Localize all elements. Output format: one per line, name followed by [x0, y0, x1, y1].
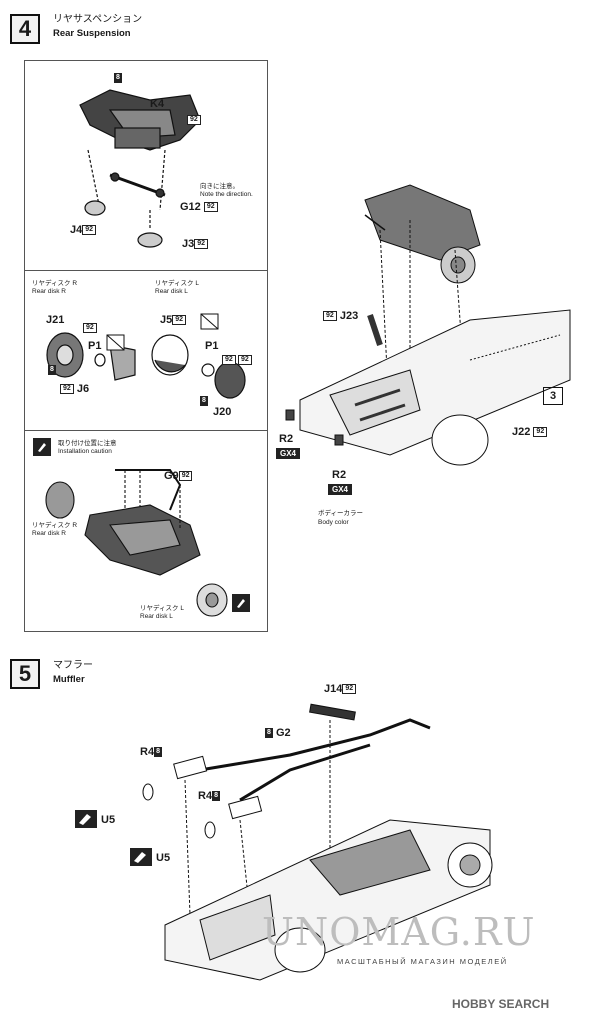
- part-r2-label-b: R2: [332, 469, 347, 481]
- cement-icon: [75, 810, 97, 828]
- part-k4-label: K4: [150, 98, 165, 110]
- install-disk-r-en: Rear disk R: [32, 530, 66, 537]
- part-j6-label: 92 J6: [60, 383, 89, 395]
- suspension-install-drawing: [45, 469, 228, 617]
- k4-badge-right: 92: [187, 115, 201, 125]
- disk-l-paint-badge: 8: [200, 396, 208, 406]
- rear-disk-r-drawing: [46, 332, 136, 381]
- disk-r-label-jp: リヤディスク R: [32, 280, 78, 287]
- part-g12-label: G12 92: [180, 201, 218, 213]
- panel-divider: [24, 270, 268, 271]
- disk-l-label-jp: リヤディスク L: [155, 280, 199, 287]
- panel-divider: [24, 430, 268, 431]
- part-p1-label-r: P1: [88, 340, 102, 352]
- cement-icon: [130, 848, 152, 866]
- body-color-jp: ボディーカラー: [318, 510, 364, 517]
- step-ref-3: 3: [543, 387, 563, 405]
- disk-l-badge-a: 92: [222, 355, 236, 365]
- install-disk-r-jp: リヤディスク R: [32, 522, 78, 529]
- gx4-paint-a: GX4: [276, 448, 301, 459]
- muffler-chassis-drawing: [142, 703, 493, 981]
- disk-r-label-en: Rear disk R: [32, 288, 66, 295]
- part-u5-label-b: U5: [156, 852, 171, 864]
- rear-disk-l-drawing: [151, 334, 246, 399]
- part-j20-label: J20: [213, 406, 232, 418]
- part-j21-label: J21: [46, 314, 65, 326]
- no-glue-icon: [200, 313, 219, 330]
- suspension-subframe-drawing: [79, 89, 201, 248]
- watermark-tagline: МАСШТАБНЫЙ МАГАЗИН МОДЕЛЕЙ: [337, 957, 508, 966]
- step-title-en: Muffler: [53, 674, 85, 685]
- disk-l-label-en: Rear disk L: [155, 288, 188, 295]
- install-disk-l-en: Rear disk L: [140, 613, 173, 620]
- step-title-jp: リヤサスペンション: [53, 14, 143, 25]
- direction-note-jp: 向きに注意。: [200, 183, 239, 190]
- installation-caution-en: Installation caution: [58, 448, 112, 455]
- caution-icon: [33, 438, 51, 456]
- k4-paint-badge: 8: [114, 73, 122, 83]
- step-title-en: Rear Suspension: [53, 28, 131, 39]
- gx4-paint-b: GX4: [328, 484, 353, 495]
- part-j23-label: 92 J23: [323, 310, 358, 322]
- j21-badge: 92: [83, 323, 97, 333]
- part-r2-label-a: R2: [279, 433, 294, 445]
- part-u5-label-a: U5: [101, 814, 116, 826]
- no-glue-icon: [106, 334, 125, 351]
- part-j22-label: J22 92: [512, 426, 548, 438]
- part-p1-label-l: P1: [205, 340, 219, 352]
- step-number: 4: [10, 14, 40, 44]
- hobby-search-logo: HOBBY SEARCH: [452, 997, 550, 1011]
- part-g2-label: 8 G2: [265, 727, 291, 739]
- step-title-jp: マフラー: [53, 660, 93, 671]
- installation-caution-jp: 取り付け位置に注意: [58, 440, 117, 447]
- sub-assembly-panel: [24, 60, 268, 632]
- direction-note-en: Note the direction.: [200, 191, 253, 198]
- caution-icon: [232, 594, 250, 612]
- step-number: 5: [10, 659, 40, 689]
- disk-r-paint-badge: 8: [48, 365, 56, 375]
- disk-l-badge-b: 92: [238, 355, 252, 365]
- watermark-site: UNOMAG.RU: [262, 910, 536, 954]
- install-disk-l-jp: リヤディスク L: [140, 605, 184, 612]
- chassis-rear-suspension-drawing: [285, 184, 571, 466]
- body-color-en: Body color: [318, 519, 349, 526]
